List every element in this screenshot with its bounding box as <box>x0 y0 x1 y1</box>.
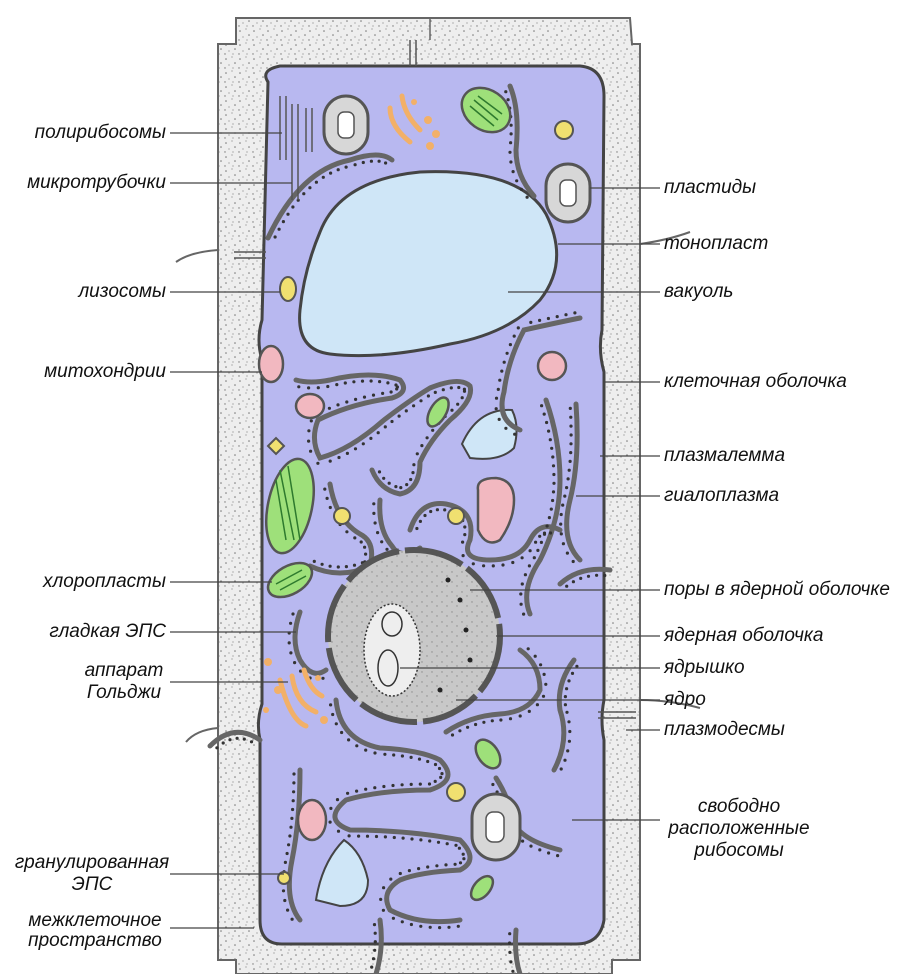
label-chloroplasts: хлоропласты <box>43 571 166 592</box>
label-rough-er-line1: гранулированная <box>14 852 170 873</box>
label-nucleus: ядро <box>664 689 706 710</box>
label-tonoplast: тонопласт <box>664 233 768 254</box>
label-nuclear-envelope: ядерная оболочка <box>664 625 823 646</box>
label-plasmalemma: плазмалемма <box>664 445 785 466</box>
label-free-ribosomes-line1: свободно <box>664 796 814 817</box>
label-nucleolus: ядрышко <box>664 657 745 678</box>
label-free-ribosomes-line3: рибосомы <box>664 840 814 861</box>
label-intercellular-line1: межклеточное <box>20 910 170 931</box>
label-microtubules: микротрубочки <box>27 172 166 193</box>
label-lysosomes: лизосомы <box>78 281 166 302</box>
label-intercellular-line2: пространство <box>20 930 170 951</box>
label-vacuole: вакуоль <box>664 281 733 302</box>
label-plastids: пластиды <box>664 177 756 198</box>
label-hyaloplasm: гиалоплазма <box>664 485 779 506</box>
label-plasmodesmata: плазмодесмы <box>664 719 785 740</box>
label-free-ribosomes-line2: расположенные <box>664 818 814 839</box>
label-rough-er-line2: ЭПС <box>14 874 170 895</box>
label-golgi-line1: аппарат <box>82 660 166 681</box>
label-cell-wall: клеточная оболочка <box>664 371 847 392</box>
label-smooth-er: гладкая ЭПС <box>49 621 166 642</box>
label-golgi-line2: Гольджи <box>82 682 166 703</box>
label-polyribosomes: полирибосомы <box>35 122 166 143</box>
label-nuclear-pores: поры в ядерной оболочке <box>664 579 890 600</box>
label-mitochondria: митохондрии <box>44 361 166 382</box>
